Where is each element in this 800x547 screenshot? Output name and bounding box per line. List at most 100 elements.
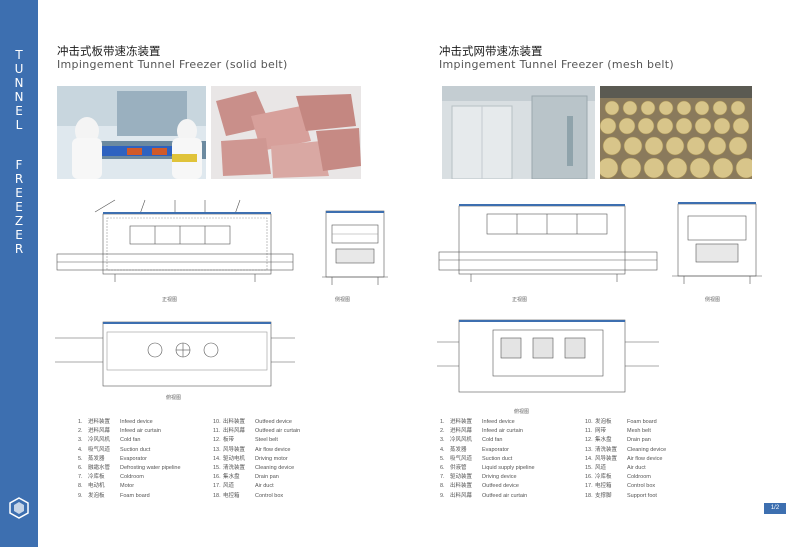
- legend-label-cn: 出料风幕: [223, 428, 246, 435]
- legend-label-en: Steel belt: [255, 437, 278, 444]
- drawing-front-view-mesh: [438, 204, 658, 282]
- legend-number: 3.: [78, 437, 83, 444]
- legend-label-cn: 驱动电机: [223, 455, 246, 462]
- legend-label-en: Cleaning device: [627, 446, 667, 453]
- page-number: 1/2: [764, 503, 786, 514]
- legend-label-en: Infeed air curtain: [482, 428, 523, 435]
- legend-number: 1.: [78, 419, 83, 425]
- legend-number: 4.: [78, 446, 83, 453]
- legend-label-cn: 网带: [595, 428, 607, 435]
- company-logo-icon: [9, 497, 29, 519]
- photo-freezer-tunnel-room: [442, 86, 595, 179]
- section-title-cn: 冲击式板带速冻装置: [57, 44, 161, 58]
- legend-number: 2.: [78, 428, 83, 435]
- legend-item: 5. 吸气风道 Suction duct: [440, 455, 552, 464]
- legend-number: 18.: [213, 492, 221, 499]
- legend-number: 5.: [440, 455, 445, 462]
- legend-number: 9.: [440, 492, 445, 499]
- section-title-en: Impingement Tunnel Freezer (solid belt): [57, 58, 288, 71]
- legend-number: 10.: [585, 419, 593, 425]
- legend-label-cn: 驱动装置: [450, 474, 473, 481]
- legend-label-en: Control box: [255, 492, 284, 499]
- legend-label-en: Coldroom: [627, 474, 651, 481]
- legend-label-cn: 进料装置: [88, 419, 111, 425]
- legend-item: 18.支撑脚 Support foot: [585, 492, 697, 501]
- legend-number: 12.: [213, 437, 221, 444]
- legend-number: 11.: [585, 428, 593, 435]
- caption-side-view: 侧视图: [705, 297, 721, 303]
- legend-label-en: Outfeed device: [255, 419, 292, 425]
- legend-label-en: Outfeed air curtain: [482, 492, 528, 499]
- legend-label-cn: 融霜水管: [88, 465, 111, 472]
- legend-number: 7.: [440, 474, 445, 481]
- legend-number: 7.: [78, 474, 83, 481]
- legend-number: 6.: [440, 465, 445, 472]
- legend-label-en: Cleaning device: [255, 465, 295, 472]
- legend-label-cn: 吸气风道: [450, 455, 473, 462]
- legend-label-cn: 风道: [595, 465, 607, 472]
- legend-label-en: Air flow device: [255, 446, 291, 453]
- legend-number: 8.: [78, 483, 83, 490]
- legend-label-en: Air duct: [255, 483, 274, 490]
- legend-label-cn: 风导装置: [595, 455, 618, 462]
- legend-label-cn: 冷库板: [595, 474, 612, 481]
- legend-number: 18.: [585, 492, 593, 499]
- legend-number: 14.: [585, 455, 593, 462]
- legend-label-cn: 冷风风机: [450, 437, 473, 444]
- legend-label-en: Foam board: [120, 492, 150, 499]
- legend-label-cn: 供液管: [450, 465, 467, 472]
- legend-label-cn: 清洗装置: [223, 465, 246, 472]
- section-solid-belt: 冲击式板带速冻装置 Impingement Tunnel Freezer (so…: [57, 44, 377, 72]
- legend-label-en: Air flow device: [627, 455, 663, 462]
- legend-label-en: Evaporator: [120, 455, 147, 462]
- legend-label-en: Suction duct: [482, 455, 513, 462]
- legend-label-en: Motor: [120, 483, 135, 490]
- legend-label-cn: 集水盘: [223, 474, 240, 481]
- legend-label-cn: 进料风幕: [88, 428, 111, 435]
- legend-label-en: Control box: [627, 483, 656, 490]
- legend-number: 8.: [440, 483, 445, 490]
- legend-label-cn: 出料装置: [223, 419, 246, 425]
- legend-label-en: Evaporator: [482, 446, 509, 453]
- section-mesh-belt: 冲击式网带速冻装置 Impingement Tunnel Freezer (me…: [439, 44, 759, 72]
- legend-label-en: Infeed air curtain: [120, 428, 161, 435]
- legend-label-en: Driving motor: [255, 455, 288, 462]
- caption-front-view: 正视图: [512, 297, 528, 303]
- legend-label-cn: 支撑脚: [595, 492, 612, 499]
- legend-label-cn: 蒸发器: [450, 446, 467, 453]
- legend-label-en: Support foot: [627, 492, 657, 499]
- legend-label-cn: 吸气风道: [88, 446, 111, 453]
- drawing-side-view-solid: [322, 210, 388, 285]
- legend-label-cn: 出料装置: [450, 483, 473, 490]
- legend-label-cn: 清洗装置: [595, 446, 618, 453]
- legend-label-en: Cold fan: [482, 437, 503, 444]
- photo-frozen-meat-slabs: [211, 86, 361, 179]
- legend-label-en: Infeed device: [482, 419, 515, 425]
- photo-products-on-mesh-belt: [600, 86, 752, 179]
- legend-number: 13.: [585, 446, 593, 453]
